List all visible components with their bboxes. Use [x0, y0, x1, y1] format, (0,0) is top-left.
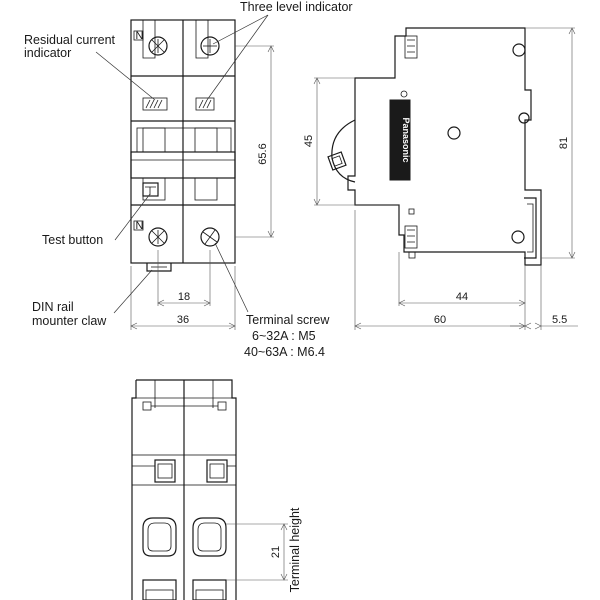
din-rail-claw — [146, 263, 172, 272]
dim-21: 21 — [270, 546, 282, 558]
side-handle — [331, 119, 356, 183]
label-three-level-indicator: Three level indicator — [240, 0, 353, 14]
din-clip — [524, 197, 537, 259]
label-terminal-height: Terminal height — [288, 507, 302, 592]
side-rivet-right — [518, 112, 530, 124]
n-mark-bottom-text: N — [136, 220, 144, 232]
dim-81: 81 — [558, 137, 570, 149]
terminal-screw-bottom-right — [200, 227, 220, 247]
label-din-rail-line2: mounter claw — [32, 314, 107, 328]
toggle-handle — [130, 151, 236, 179]
residual-current-indicator-window — [142, 97, 168, 111]
dim-60: 60 — [434, 314, 446, 326]
label-terminal-screw-spec2: 40~63A : M6.4 — [244, 345, 325, 359]
n-mark-top — [133, 30, 144, 41]
label-terminal-screw-spec1: 6~32A : M5 — [252, 329, 316, 343]
side-rivet-top — [512, 43, 526, 57]
side-dimensions: 45 81 44 60 5.5 — [303, 27, 578, 330]
front-dimensions: 65.6 18 36 — [130, 45, 275, 330]
label-residual-current-line1: Residual current — [24, 33, 116, 47]
label-terminal-screw: Terminal screw — [246, 313, 330, 327]
bottom-dimensions: 21 Terminal height — [226, 507, 302, 592]
terminal-screw-top-right — [200, 36, 220, 56]
terminal-opening-left — [142, 517, 177, 557]
side-view: Panasonic — [327, 27, 542, 266]
n-mark-top-text: N — [136, 30, 144, 42]
bottom-view — [131, 379, 237, 600]
front-labels: Three level indicator Residual current i… — [24, 0, 353, 359]
dim-36: 36 — [177, 314, 189, 326]
three-level-indicator-window — [195, 97, 215, 111]
dim-45: 45 — [303, 135, 315, 147]
terminal-opening-right — [192, 517, 227, 557]
side-body-outline — [347, 27, 542, 266]
brand-text: Panasonic — [401, 117, 411, 162]
n-mark-bottom — [133, 220, 144, 231]
dim-44: 44 — [456, 291, 468, 303]
dim-5-5: 5.5 — [552, 314, 567, 326]
dim-65-6: 65.6 — [257, 143, 269, 164]
label-residual-current-line2: indicator — [24, 46, 71, 60]
dim-18: 18 — [178, 291, 190, 303]
side-rivet-bottom — [511, 230, 525, 244]
side-rivet-middle — [447, 126, 461, 140]
terminal-screw-bottom-left — [148, 227, 168, 247]
label-din-rail-line1: DIN rail — [32, 300, 74, 314]
front-view: N N — [130, 19, 236, 272]
terminal-screw-top-left — [148, 36, 168, 56]
brand-plate — [389, 99, 411, 181]
label-test-button: Test button — [42, 233, 103, 247]
test-button — [142, 182, 159, 197]
